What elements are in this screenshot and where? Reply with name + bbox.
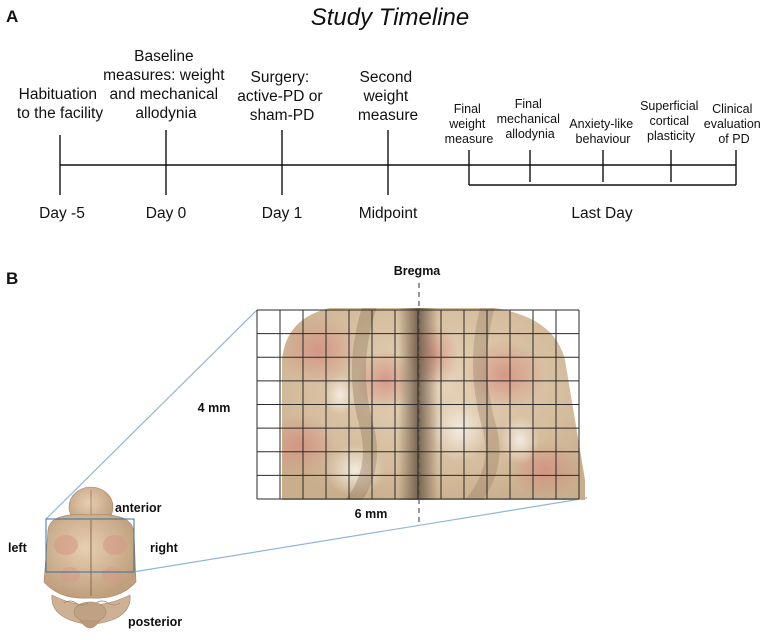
zoom-line-upper bbox=[45, 309, 258, 520]
selection-box bbox=[45, 518, 135, 573]
height-label: 4 mm bbox=[198, 401, 231, 415]
event-second-weight: Second weight measure bbox=[358, 69, 418, 124]
day-label-1: Day 1 bbox=[262, 205, 303, 222]
orientation-left: left bbox=[8, 541, 28, 555]
bregma-label: Bregma bbox=[394, 264, 442, 278]
event-clinical: Clinical evaluation of PD bbox=[704, 102, 764, 146]
brain-dorsal-view bbox=[43, 486, 137, 629]
panel-b-letter: B bbox=[6, 269, 18, 288]
orientation-right: right bbox=[150, 541, 179, 555]
day-label-0: Day 0 bbox=[146, 205, 187, 222]
day-label-midpoint: Midpoint bbox=[359, 205, 418, 222]
event-anxiety: Anxiety-like behaviour bbox=[569, 117, 636, 146]
orientation-anterior: anterior bbox=[115, 501, 162, 515]
panel-a-letter: A bbox=[6, 7, 18, 26]
event-final-allodynia: Final mechanical allodynia bbox=[497, 97, 564, 141]
cortex-enlarged bbox=[282, 308, 585, 500]
timeline-title: Study Timeline bbox=[311, 4, 470, 31]
event-baseline: Baseline measures: weight and mechanical… bbox=[103, 48, 229, 122]
orientation-posterior: posterior bbox=[128, 615, 182, 629]
day-label-minus5: Day -5 bbox=[39, 205, 85, 222]
day-label-last-day: Last Day bbox=[571, 205, 632, 222]
event-plasticity: Superficial cortical plasticity bbox=[640, 99, 702, 143]
measurement-grid bbox=[256, 309, 580, 500]
zoom-line-lower bbox=[132, 497, 588, 573]
event-surgery: Surgery: active-PD or sham-PD bbox=[237, 69, 327, 124]
event-final-weight: Final weight measure bbox=[445, 102, 494, 146]
width-label: 6 mm bbox=[355, 507, 388, 521]
event-habituation: Habituation to the facility bbox=[17, 86, 103, 122]
